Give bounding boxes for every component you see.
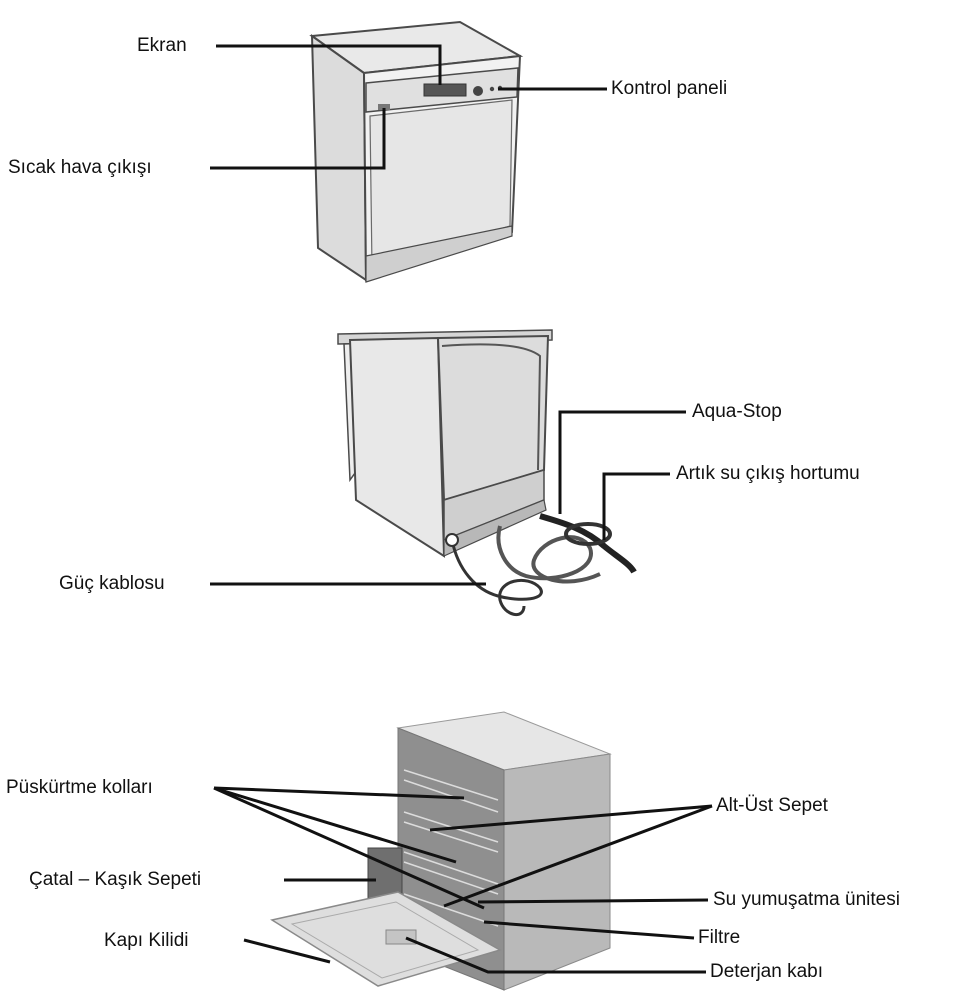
label-aqua-stop: Aqua-Stop	[692, 401, 782, 422]
drain-hose	[496, 525, 601, 584]
leader-filtre	[483, 920, 695, 940]
bottom-dishwasher-door-inner	[290, 901, 480, 979]
label-artik-su: Artık su çıkış hortumu	[676, 463, 860, 484]
leader-su-yumusatma	[477, 898, 709, 904]
aqua-stop-coil	[564, 522, 612, 546]
top-leader-lines	[210, 44, 607, 170]
label-deterjan-kabi: Deterjan kabı	[710, 961, 824, 982]
leader-puskurtme-2	[213, 786, 457, 864]
label-su-yumusatma: Su yumuşatma ünitesi	[713, 889, 900, 910]
top-dishwasher-button-1	[489, 86, 495, 92]
aqua-stop-hose	[539, 513, 637, 574]
middle-dishwasher-door-curve	[441, 343, 542, 471]
dishwasher-built-in-view	[337, 329, 637, 616]
label-guc-kablosu: Güç kablosu	[59, 573, 165, 594]
dishwasher-open-view	[270, 711, 612, 991]
label-ekran: Ekran	[137, 35, 187, 56]
leader-puskurtme-3	[213, 786, 485, 910]
top-dishwasher-vent	[378, 104, 390, 110]
dishwasher-front-view	[309, 20, 524, 283]
leader-deterjan	[405, 936, 706, 974]
bottom-dishwasher-cutlery-basket	[367, 847, 403, 899]
leader-puskurtme-1	[213, 786, 465, 800]
bottom-leader-lines	[213, 786, 713, 974]
label-puskurtme-kollari: Püskürtme kolları	[6, 777, 153, 798]
label-alt-ust-sepet: Alt-Üst Sepet	[716, 795, 828, 816]
power-cable-inlet	[445, 533, 459, 547]
leader-sepet-1	[429, 804, 713, 832]
leader-sicak-hava	[210, 108, 386, 170]
middle-leader-lines	[210, 410, 686, 586]
leader-sepet-2	[443, 804, 713, 908]
top-dishwasher-knob	[473, 86, 483, 96]
label-kontrol-paneli: Kontrol paneli	[611, 78, 728, 99]
bottom-dishwasher-right-side	[503, 753, 611, 991]
label-sicak-hava-cikisi: Sıcak hava çıkışı	[8, 157, 152, 178]
label-kapi-kilidi: Kapı Kilidi	[104, 930, 189, 951]
label-catal-kasik-sepeti: Çatal – Kaşık Sepeti	[29, 869, 202, 890]
leader-artik-su	[602, 472, 670, 540]
top-dishwasher-side-panel	[310, 34, 368, 282]
middle-dishwasher-side-body	[348, 336, 446, 558]
top-dishwasher-kickplate	[365, 225, 513, 283]
middle-dishwasher-base-bottom	[443, 499, 547, 557]
leader-aqua-stop	[558, 410, 686, 514]
leader-ekran	[216, 44, 442, 85]
top-dishwasher-display	[423, 83, 467, 97]
bottom-dishwasher-baskets	[403, 769, 499, 927]
leader-kapi-kilidi	[243, 938, 331, 964]
power-cable	[450, 539, 543, 616]
label-filtre: Filtre	[698, 927, 741, 948]
